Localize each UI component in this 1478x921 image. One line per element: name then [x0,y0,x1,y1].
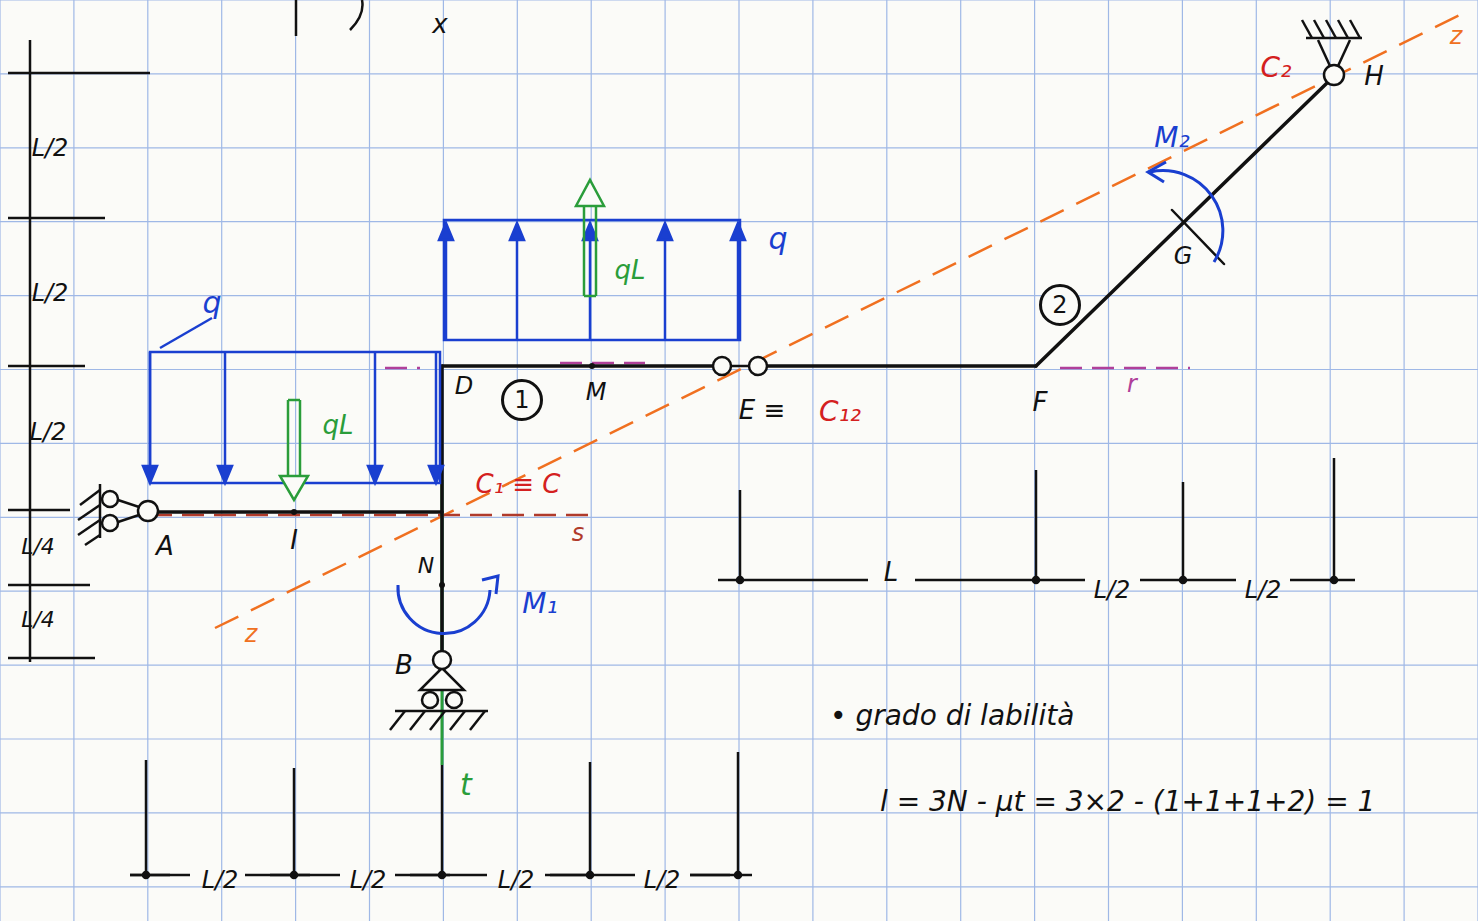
body-number: 2 [1039,284,1081,326]
point-label: N [418,554,434,578]
point-label: E ≡ [739,396,785,425]
hinge-E [713,357,767,375]
frame [158,83,1327,651]
center-label: C₁₂ [819,397,861,428]
line-r [385,363,1190,368]
body-number: 1 [501,379,543,421]
dimension: L/2 [1094,577,1131,603]
center-label: C₂ [1261,53,1292,84]
axis-label: x [432,10,447,39]
dimension: L/2 [30,419,67,445]
formula-text: l = 3N - μt = 3×2 - (1+1+1+2) = 1 [880,787,1375,818]
dimension: L/2 [1245,577,1282,603]
callout-number: 2 [1052,291,1067,319]
dimension: L/2 [644,867,681,893]
point-label: B [395,651,413,680]
point-label: F [1033,388,1048,417]
dimension: L/2 [32,135,69,161]
note-text: • grado di labilità [830,701,1074,732]
point-label: A [156,532,174,561]
line-label: z [1450,23,1463,49]
right-dimension [718,458,1355,583]
dimension: L/2 [202,867,239,893]
dimension: L/2 [350,867,387,893]
center-label: C₁ ≡ C [475,470,560,499]
dimension: L/4 [21,608,55,632]
support-A [78,484,158,545]
dimension: L [884,558,899,587]
point-label: D [455,373,473,399]
callout-number: 1 [514,386,529,414]
left-dimension [8,40,150,662]
point-label: H [1364,62,1384,91]
dimension: L/2 [32,280,69,306]
line-label: s [572,520,585,546]
load-label: q [202,286,221,319]
moment-label: M₁ [522,589,557,620]
support-H [1302,20,1362,85]
support-B [390,651,488,730]
load-up [439,220,745,340]
point-label: G [1174,243,1193,269]
line-s [150,514,592,517]
point-label: I [290,526,298,555]
load-label: q [768,222,787,255]
dimension: L/4 [21,535,55,559]
resultants [280,180,604,500]
resultant-label: qL [323,411,354,440]
point-label: M [586,379,607,405]
moments [398,162,1223,634]
bottom-dimension [130,752,752,878]
line-label: r [1127,371,1137,397]
dimension: L/2 [498,867,535,893]
load-down [143,318,443,483]
moment-label: M₂ [1154,123,1189,154]
line-label: t [460,768,472,801]
resultant-label: qL [615,256,646,285]
line-label: z [245,621,258,647]
line-z [215,10,1470,628]
